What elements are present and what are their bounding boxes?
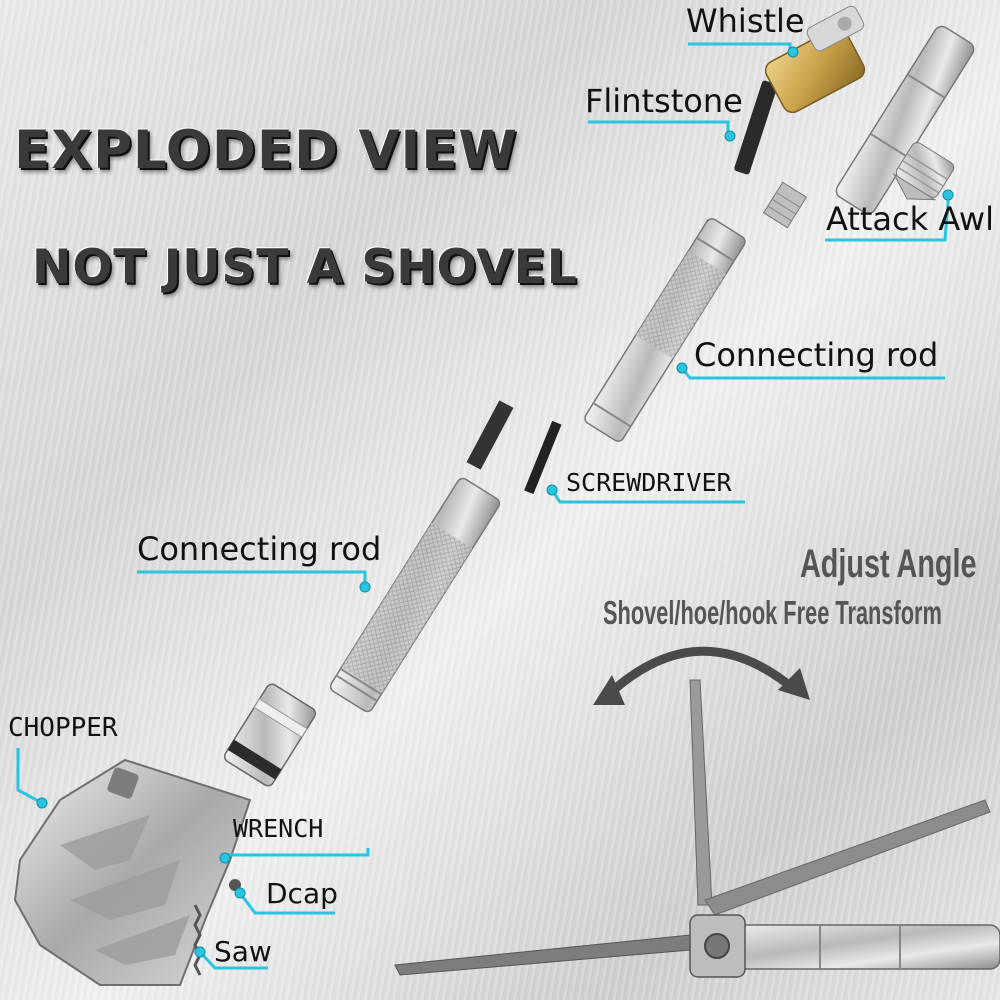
screwdriver-bit-2 <box>524 420 562 495</box>
adjust-angle-title: Adjust Angle <box>800 542 977 586</box>
folding-shovel-inset <box>394 679 1000 978</box>
label-saw: Saw <box>214 935 272 968</box>
label-chopper: CHOPPER <box>8 713 118 743</box>
callout-dots <box>36 46 954 958</box>
connecting-rod-lower <box>329 477 501 713</box>
angle-arrow-icon <box>593 646 810 705</box>
connecting-rod-upper <box>584 218 746 442</box>
label-attack-awl: Attack Awl <box>826 200 994 238</box>
handle-top-tube <box>835 25 975 215</box>
flintstone-rod <box>734 80 778 175</box>
label-flintstone: Flintstone <box>585 82 743 120</box>
shovel-blade <box>13 758 252 986</box>
label-connecting-rod-lower: Connecting rod <box>137 530 382 568</box>
label-whistle: Whistle <box>686 2 805 40</box>
headline-title: EXPLODED VIEW <box>14 120 518 181</box>
adjust-angle-subtitle: Shovel/hoe/hook Free Transform <box>603 594 942 631</box>
attack-awl-part <box>892 142 955 201</box>
label-dcap: Dcap <box>266 877 338 910</box>
whistle-part <box>764 5 866 114</box>
label-connecting-rod-upper: Connecting rod <box>694 336 939 374</box>
label-screwdriver: SCREWDRIVER <box>566 468 732 497</box>
shovel-hinge <box>223 683 317 787</box>
label-wrench: WRENCH <box>233 814 324 843</box>
thread-joint-upper <box>762 181 808 229</box>
screwdriver-bit-1 <box>466 400 514 470</box>
headline-subtitle: NOT JUST A SHOVEL <box>32 240 578 295</box>
